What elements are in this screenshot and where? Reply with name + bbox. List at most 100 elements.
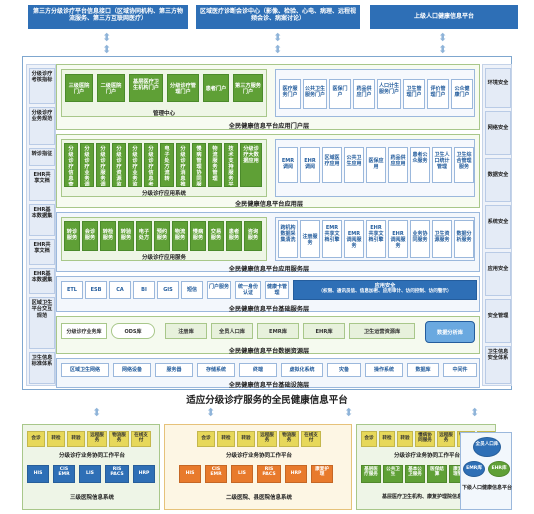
resource-item[interactable]: EHR库 [303, 323, 345, 339]
panel2-top-item[interactable]: 转验 [237, 431, 255, 447]
service-right-item[interactable]: EMR共享文档引擎 [322, 220, 342, 258]
portal-right-item[interactable]: 评价管理门户 [427, 79, 449, 109]
service-item[interactable]: 咨询服务 [244, 221, 262, 251]
panel3-top-item[interactable]: 远程服务 [437, 431, 455, 447]
resource-item[interactable]: 全员人口库 [211, 323, 253, 339]
infra-item[interactable]: 中间件 [443, 363, 477, 377]
portal-item[interactable]: 第三方服务门户 [233, 74, 263, 102]
panel3-top-item[interactable]: 慢病协同服务 [415, 431, 435, 447]
application-right-item[interactable]: EMR调阅 [278, 147, 298, 183]
panel1-top-item[interactable]: 在线支付 [131, 431, 151, 447]
application-item[interactable]: 分级诊疗大数据应用 [240, 143, 262, 187]
portal-right-item[interactable]: 卫生管理门户 [403, 79, 425, 109]
base-service-item[interactable]: 门户服务 [207, 281, 231, 299]
base-service-item[interactable]: BI [133, 281, 155, 299]
resource-item[interactable]: 注册库 [165, 323, 207, 339]
base-service-item[interactable]: 统一身份认证 [235, 281, 261, 299]
service-item[interactable]: 转检服务 [100, 221, 116, 251]
panel3-top-item[interactable]: 转验 [397, 431, 413, 447]
service-right-item[interactable]: 跨机构数据采集清洗 [278, 220, 298, 258]
application-right-item[interactable]: EHR调阅 [300, 147, 320, 183]
service-item[interactable]: 慢病服务 [190, 221, 206, 251]
service-item[interactable]: 电子处方 [136, 221, 152, 251]
infra-item[interactable]: 数据库 [407, 363, 439, 377]
infra-item[interactable]: 虚拟化系统 [281, 363, 323, 377]
panel1-system[interactable]: RIS PACS [105, 465, 129, 483]
resource-item[interactable]: 卫生运营资源库 [349, 323, 415, 339]
panel1-system[interactable]: LIS [79, 465, 101, 483]
base-service-item[interactable]: ESB [85, 281, 107, 299]
portal-item[interactable]: 患者门户 [203, 74, 229, 102]
application-item[interactable]: 技术支持服务平台 [224, 143, 238, 187]
infra-item[interactable]: 网络设备 [113, 363, 151, 377]
application-item[interactable]: 分级诊疗信息考核 [144, 143, 158, 187]
service-item[interactable]: 转诊服务 [64, 221, 80, 251]
panel2-system[interactable]: LIS [231, 465, 253, 483]
service-item[interactable]: 交易服务 [208, 221, 224, 251]
panel1-top-item[interactable]: 转检 [47, 431, 65, 447]
panel2-top-item[interactable]: 物流服务 [279, 431, 299, 447]
application-item[interactable]: 分级诊疗服务调度 [96, 143, 110, 187]
application-item[interactable]: 分级诊疗资源监管 [112, 143, 126, 187]
resource-item[interactable]: EMR库 [257, 323, 299, 339]
panel3-system[interactable]: 公共卫生 [383, 465, 403, 483]
panel2-system[interactable]: RIS PACS [257, 465, 281, 483]
service-right-item[interactable]: 数据分析服务 [454, 220, 474, 258]
portal-right-item[interactable]: 公众健康门户 [451, 79, 473, 109]
panel3-system[interactable]: 基层医疗服务 [361, 465, 381, 483]
infra-item[interactable]: 操作系统 [365, 363, 403, 377]
application-right-item[interactable]: 医保应用 [366, 147, 386, 183]
service-right-item[interactable]: EMR调阅服务 [344, 220, 364, 258]
panel1-system[interactable]: HRP [133, 465, 155, 483]
panel1-system[interactable]: CIS EMR [53, 465, 75, 483]
panel4-system[interactable]: EMR库 [463, 461, 485, 477]
panel1-top-item[interactable]: 物流服务 [109, 431, 129, 447]
base-service-item[interactable]: ETL [61, 281, 83, 299]
service-right-item[interactable]: 注册服务 [300, 220, 320, 258]
service-right-item[interactable]: EHR共享文档引擎 [366, 220, 386, 258]
application-item[interactable]: 电子处方流转 [160, 143, 174, 187]
application-item[interactable]: 物流服务管理 [208, 143, 222, 187]
application-item[interactable]: 分级诊疗消息推送 [176, 143, 190, 187]
service-item[interactable]: 会诊服务 [82, 221, 98, 251]
panel3-system[interactable]: 医保结算 [427, 465, 447, 483]
panel3-top-item[interactable]: 转检 [379, 431, 395, 447]
portal-right-item[interactable]: 药品供应门户 [353, 79, 375, 109]
panel1-top-item[interactable]: 会诊 [27, 431, 45, 447]
panel4-population-db[interactable]: 全员人口库 [473, 437, 501, 457]
application-right-item[interactable]: 患者公众服务 [410, 147, 430, 183]
panel3-system[interactable]: 基本公卫服务 [405, 465, 425, 483]
service-item[interactable]: 预约服务 [154, 221, 170, 251]
base-service-item[interactable]: GIS [157, 281, 179, 299]
portal-right-item[interactable]: 医保门户 [329, 79, 351, 109]
portal-right-item[interactable]: 公共卫生服务门户 [303, 79, 327, 109]
panel2-system[interactable]: HIS [179, 465, 201, 483]
service-item[interactable]: 转验服务 [118, 221, 134, 251]
resource-item[interactable]: 分级诊疗业务库 [61, 323, 107, 339]
portal-right-item[interactable]: 人口计生服务门户 [377, 79, 401, 109]
service-right-item[interactable]: EHR调阅服务 [388, 220, 408, 258]
resource-item[interactable]: 数据分析库 [425, 321, 475, 343]
infra-item[interactable]: 灾备 [327, 363, 361, 377]
application-right-item[interactable]: 公共卫生应用 [344, 147, 364, 183]
base-service-item[interactable]: CA [109, 281, 131, 299]
application-right-item[interactable]: 药品供应应用 [388, 147, 408, 183]
panel2-top-item[interactable]: 会诊 [197, 431, 215, 447]
base-service-item[interactable]: 短信 [181, 281, 203, 299]
portal-item[interactable]: 二级医院门户 [97, 74, 125, 102]
portal-item[interactable]: 分级诊疗管理门户 [167, 74, 199, 102]
portal-item[interactable]: 三级医院门户 [65, 74, 93, 102]
infra-item[interactable]: 存储系统 [197, 363, 235, 377]
application-item[interactable]: 分级诊疗业务监管 [128, 143, 142, 187]
panel2-top-item[interactable]: 在线支付 [301, 431, 321, 447]
infra-item[interactable]: 终端 [239, 363, 277, 377]
panel2-system[interactable]: CIS EMR [205, 465, 227, 483]
panel1-top-item[interactable]: 远程服务 [87, 431, 107, 447]
panel1-system[interactable]: HIS [27, 465, 49, 483]
panel2-top-item[interactable]: 转检 [217, 431, 235, 447]
panel3-top-item[interactable]: 会诊 [361, 431, 377, 447]
portal-item[interactable]: 基层医疗卫生机构门户 [129, 74, 163, 102]
infra-item[interactable]: 服务器 [155, 363, 193, 377]
application-item[interactable]: 慢病管理协同服务 [192, 143, 206, 187]
application-item[interactable]: 分级诊疗信息查询 [64, 143, 78, 187]
